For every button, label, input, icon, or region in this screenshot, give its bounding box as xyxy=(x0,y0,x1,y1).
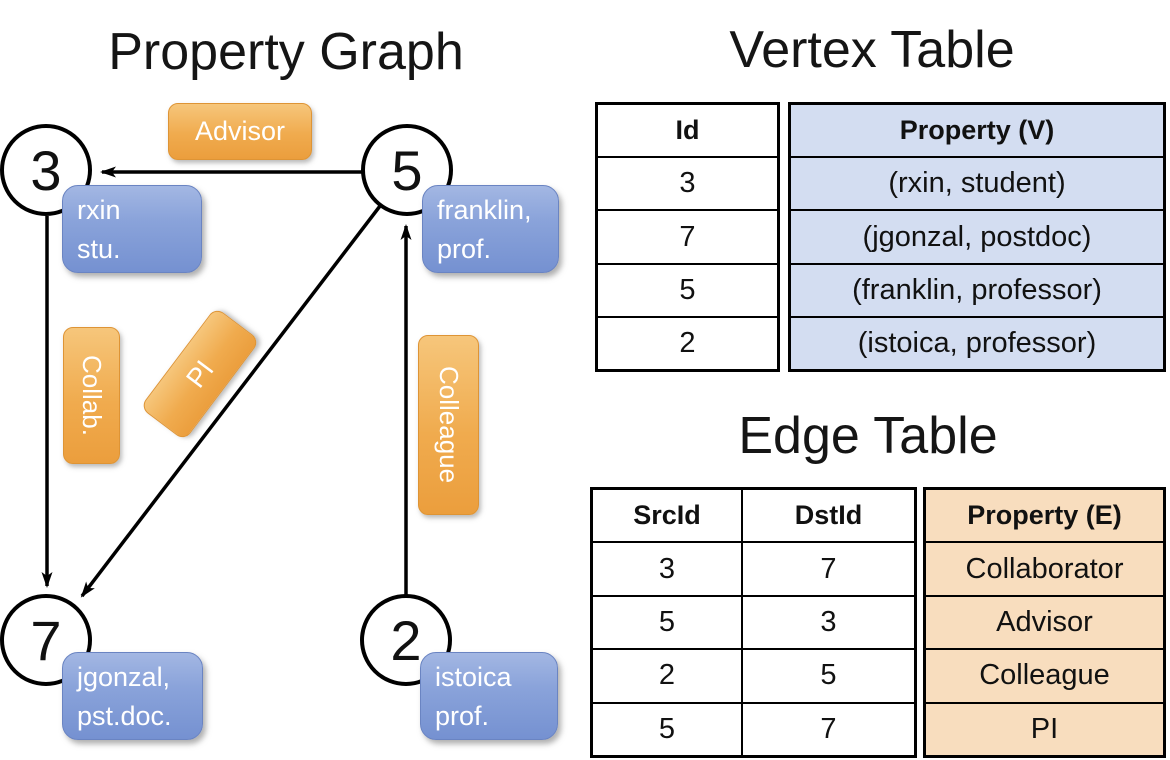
table-row: 3 xyxy=(598,158,777,212)
edge-dstid-cell: 7 xyxy=(820,552,837,585)
property-line: prof. xyxy=(435,701,490,731)
edge-dstid-header: DstId xyxy=(794,500,863,531)
table-row: 2 xyxy=(598,318,777,369)
table-row: Colleague xyxy=(926,650,1163,704)
table-row: (rxin, student) xyxy=(791,158,1163,212)
property-line: stu. xyxy=(77,234,121,264)
vertex-table-property-column: Property (V) (rxin, student) (jgonzal, p… xyxy=(788,102,1166,372)
node-id-label: 3 xyxy=(30,138,62,202)
node-property-box-franklin: franklin, prof. xyxy=(422,185,559,273)
vertex-property-cell: (jgonzal, postdoc) xyxy=(862,220,1092,253)
edge-property-header: Property (E) xyxy=(967,500,1122,531)
vertex-id-cell: 3 xyxy=(679,167,696,200)
node-property-box-istoica: istoica prof. xyxy=(420,652,558,740)
edge-table-title: Edge Table xyxy=(738,407,998,465)
table-row: 5 3 xyxy=(593,596,914,651)
table-row: Collaborator xyxy=(926,543,1163,597)
edge-dstid-cell: 3 xyxy=(820,606,837,639)
vertex-property-cell: (rxin, student) xyxy=(888,167,1066,200)
property-line: pst.doc. xyxy=(77,701,172,731)
vertex-table-id-column: Id 3 7 5 2 xyxy=(595,102,780,372)
vertex-property-cell: (franklin, professor) xyxy=(852,273,1102,306)
node-id-label: 7 xyxy=(30,608,62,672)
edge-dstid-cell: 5 xyxy=(820,659,837,692)
table-row: 3 7 xyxy=(593,543,914,597)
property-graph-title: Property Graph xyxy=(108,23,464,81)
edge-pi-5-7 xyxy=(80,204,382,598)
property-line: prof. xyxy=(437,234,492,264)
table-row: (istoica, professor) xyxy=(791,318,1163,369)
vertex-property-cell: (istoica, professor) xyxy=(857,326,1097,359)
edge-label-colleague: Colleague xyxy=(418,335,479,515)
graph-node-3: 3 xyxy=(0,124,92,216)
property-line: rxin xyxy=(77,195,121,225)
table-row: 5 7 xyxy=(593,703,914,756)
edge-srcid-cell: 5 xyxy=(593,596,743,649)
table-row: 5 xyxy=(598,265,777,318)
vertex-id-cell: 5 xyxy=(679,273,696,306)
table-row: Advisor xyxy=(926,597,1163,651)
vertex-table-title: Vertex Table xyxy=(729,21,1015,79)
table-header-row: SrcId DstId xyxy=(593,490,914,544)
node-property-box-rxin: rxin stu. xyxy=(62,185,202,273)
edge-srcid-cell: 2 xyxy=(593,650,743,702)
edge-label-collab: Collab. xyxy=(63,327,120,464)
table-row: (franklin, professor) xyxy=(791,265,1163,318)
table-row: PI xyxy=(926,704,1163,755)
edge-property-cell: Advisor xyxy=(996,606,1093,639)
node-id-label: 5 xyxy=(391,138,423,202)
edge-label-advisor: Advisor xyxy=(168,103,312,160)
property-line: franklin, xyxy=(437,195,532,225)
property-line: istoica xyxy=(435,662,512,692)
table-header-row: Property (E) xyxy=(926,490,1163,544)
node-id-label: 2 xyxy=(390,608,422,672)
edge-property-cell: PI xyxy=(1030,712,1059,745)
table-row: 7 xyxy=(598,211,777,265)
vertex-id-cell: 7 xyxy=(679,220,696,253)
vertex-id-header: Id xyxy=(675,115,700,146)
edge-property-cell: Collaborator xyxy=(965,552,1124,585)
edge-srcid-cell: 3 xyxy=(593,543,743,595)
table-row: 2 5 xyxy=(593,650,914,704)
edge-table-property-column: Property (E) Collaborator Advisor Collea… xyxy=(923,487,1166,758)
edge-table-id-columns: SrcId DstId 3 7 5 3 2 5 5 7 xyxy=(590,487,917,758)
table-row: (jgonzal, postdoc) xyxy=(791,211,1163,265)
edge-srcid-header: SrcId xyxy=(593,490,743,542)
vertex-property-header: Property (V) xyxy=(899,115,1055,146)
edge-srcid-cell: 5 xyxy=(593,703,743,756)
edge-property-cell: Colleague xyxy=(979,659,1110,692)
property-line: jgonzal, xyxy=(77,662,171,692)
table-header-row: Id xyxy=(598,105,777,159)
vertex-id-cell: 2 xyxy=(679,326,696,359)
edge-dstid-cell: 7 xyxy=(820,712,837,745)
node-property-box-jgonzal: jgonzal, pst.doc. xyxy=(62,652,203,740)
table-header-row: Property (V) xyxy=(791,105,1163,159)
